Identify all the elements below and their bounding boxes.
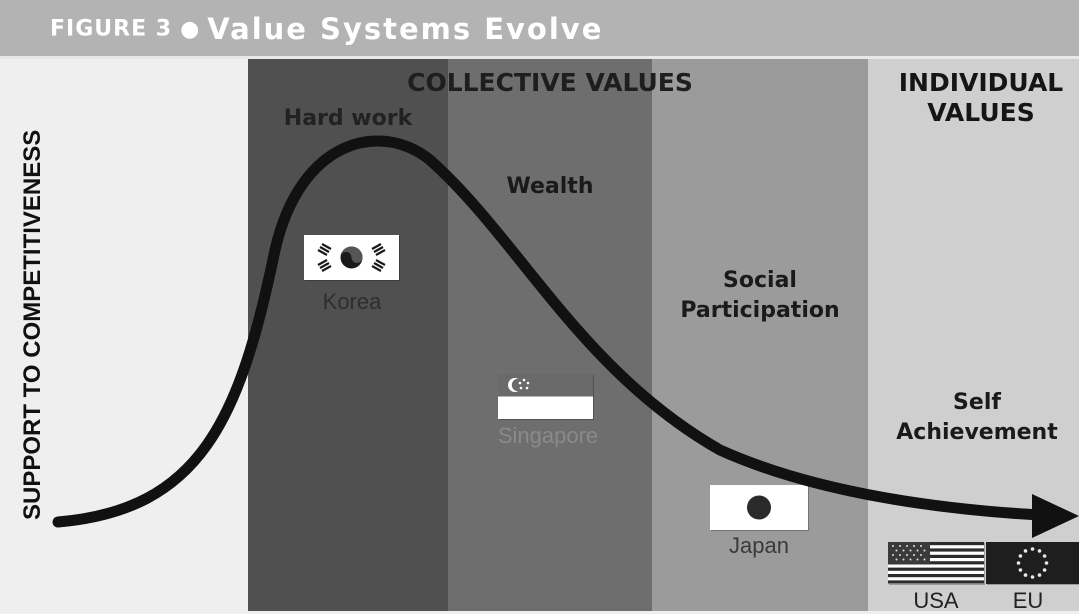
stage-social-line1: Social [723, 268, 797, 293]
singapore-flag-icon [498, 374, 593, 419]
curve-line [52, 135, 1046, 528]
korea-flag-icon [304, 235, 399, 280]
stage-social-line2: Participation [680, 297, 840, 323]
individual-values-heading: INDIVIDUAL VALUES [876, 68, 1079, 128]
individual-heading-line2: VALUES [927, 98, 1035, 127]
country-label-usa: USA [913, 588, 959, 613]
figure-title: Value Systems Evolve [207, 12, 604, 46]
band-pre-collective [0, 59, 248, 611]
figure-header: FIGURE 3 ● Value Systems Evolve [0, 0, 1079, 59]
stage-wealth: Wealth [506, 174, 594, 199]
country-label-korea: Korea [322, 289, 382, 314]
individual-heading-line1: INDIVIDUAL [898, 68, 1064, 97]
collective-values-heading: COLLECTIVE VALUES [407, 68, 693, 97]
country-label-singapore: Singapore [497, 423, 599, 448]
figure-number: FIGURE 3 [50, 16, 173, 42]
country-label-eu: EU [1012, 588, 1044, 613]
stage-self-line1: Self [953, 390, 1001, 415]
japan-flag-icon [710, 485, 808, 530]
figure-caption: FIGURE 3 ● Value Systems Evolve [50, 12, 603, 46]
stage-hard-work: Hard work [283, 106, 413, 131]
stage-self-line2: Achievement [896, 419, 1058, 445]
band-wealth [448, 59, 652, 611]
bullet-separator: ● [180, 16, 200, 42]
eu-flag-icon [986, 542, 1079, 584]
stage-social-participation: Social Participation [655, 266, 865, 325]
usa-flag-icon [888, 542, 984, 584]
stage-self-achievement: Self Achievement [872, 388, 1079, 447]
country-label-japan: Japan [729, 533, 789, 558]
arrow-head-icon [1032, 494, 1079, 538]
